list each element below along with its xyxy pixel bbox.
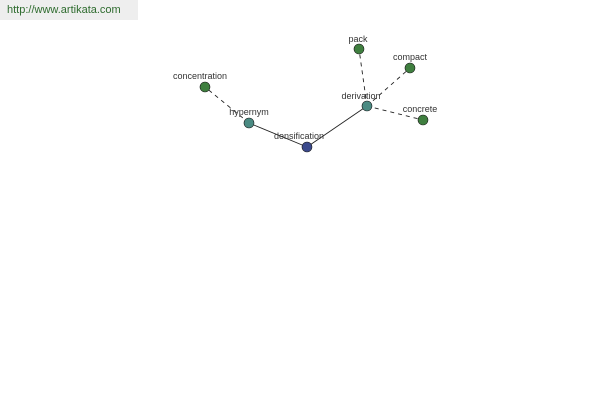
edge-derivation-pack	[358, 48, 368, 107]
edge-densification-derivation	[306, 105, 368, 148]
graph-edges	[204, 48, 424, 148]
source-link[interactable]: http://www.artikata.com	[0, 0, 138, 20]
node-derivation[interactable]	[361, 100, 373, 112]
node-label-derivation[interactable]: derivation	[341, 91, 380, 101]
node-label-densification[interactable]: densification	[274, 131, 324, 141]
node-densification[interactable]	[301, 141, 313, 153]
edge-densification-hypernym	[248, 122, 308, 148]
node-compact[interactable]	[404, 62, 416, 74]
node-hypernym[interactable]	[243, 117, 255, 129]
node-concentration[interactable]	[199, 81, 211, 93]
edge-hypernym-concentration	[204, 86, 250, 124]
edge-derivation-concrete	[366, 105, 424, 121]
node-label-concrete[interactable]: concrete	[403, 104, 438, 114]
edge-derivation-compact	[366, 67, 411, 107]
node-label-concentration[interactable]: concentration	[173, 71, 227, 81]
node-concrete[interactable]	[417, 114, 429, 126]
node-label-hypernym[interactable]: hypernym	[229, 107, 269, 117]
node-label-pack[interactable]: pack	[348, 34, 368, 44]
node-pack[interactable]	[353, 43, 365, 55]
graph-nodes: densification hypernym concentration deriva…	[173, 34, 438, 153]
node-label-compact[interactable]: compact	[393, 52, 428, 62]
